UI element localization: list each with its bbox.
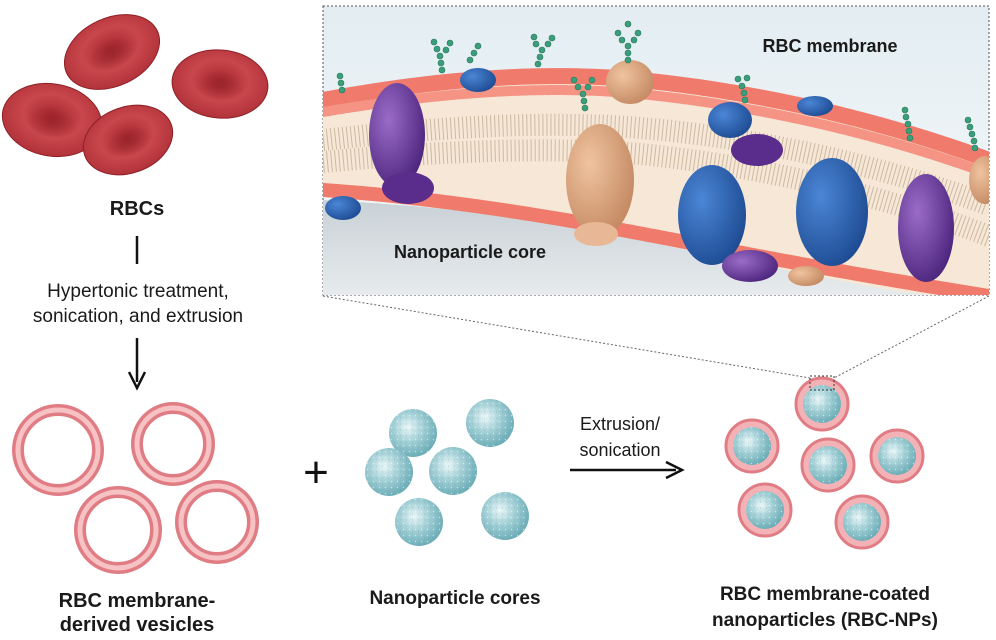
nanoparticle-core	[389, 409, 437, 457]
rbcs-label: RBCs	[109, 198, 165, 220]
protein-purple	[722, 250, 778, 282]
protein-blue	[325, 196, 361, 220]
vesicle	[12, 404, 104, 496]
protein-purple	[898, 174, 954, 282]
protein-blue	[678, 165, 746, 265]
protein-tan	[574, 222, 618, 246]
rbc-cell	[171, 49, 269, 119]
vesicles-label-line1: RBC membrane-	[58, 590, 216, 612]
vesicle	[74, 486, 162, 574]
rbc-np-group	[724, 376, 925, 550]
inset-core-label: Nanoparticle core	[393, 242, 547, 262]
process-label-line1: Extrusion/	[579, 414, 661, 434]
nanoparticle-core	[365, 448, 413, 496]
plus-sign: +	[303, 448, 329, 497]
rbc-cell	[1, 82, 103, 158]
core-group	[365, 399, 529, 546]
inset-membrane-label: RBC membrane	[762, 36, 898, 56]
protein-tan	[969, 156, 989, 204]
protein-blue	[797, 96, 833, 116]
protein-blue	[708, 102, 752, 138]
nanoparticle-core	[481, 492, 529, 540]
process-label-line2: sonication	[579, 440, 661, 460]
nanoparticle-core	[466, 399, 514, 447]
cores-label: Nanoparticle cores	[369, 588, 541, 609]
inset-core-fill	[323, 200, 945, 295]
treatment-label-line2: sonication, and extrusion	[32, 306, 244, 327]
protein-blue	[796, 158, 868, 266]
rbc-np	[794, 376, 850, 432]
rbc-np	[737, 482, 793, 538]
product-label-line1: RBC membrane-coated	[719, 584, 931, 605]
protein-tan	[788, 266, 824, 286]
zoom-line-right	[833, 295, 990, 379]
zoom-box	[809, 375, 835, 391]
product-label-line2: nanoparticles (RBC-NPs)	[712, 610, 938, 631]
rbc-cell	[63, 14, 161, 90]
treatment-label-line1: Hypertonic treatment,	[47, 281, 229, 302]
protein-tan	[566, 124, 634, 236]
rbc-group	[1, 14, 269, 176]
vesicles-label-line2: derived vesicles	[59, 614, 215, 636]
flow-arrow-head	[127, 371, 147, 391]
protein-purple	[369, 83, 425, 187]
rbc-np	[724, 418, 780, 474]
protein-purple	[731, 134, 783, 166]
rbc-np	[869, 428, 925, 484]
vesicle-group	[12, 402, 259, 574]
nanoparticle-core	[395, 498, 443, 546]
glycan-chains	[336, 20, 979, 152]
vesicle	[131, 402, 215, 486]
rbc-np	[834, 494, 890, 550]
vesicle	[175, 480, 259, 564]
rbc-cell	[82, 104, 174, 176]
membrane-inset	[322, 5, 990, 296]
rbc-np	[800, 437, 856, 493]
protein-blue	[460, 68, 496, 92]
protein-purple	[382, 172, 434, 204]
protein-tan	[606, 60, 654, 104]
zoom-line-left	[322, 295, 811, 379]
nanoparticle-core	[429, 447, 477, 495]
process-arrow-head	[665, 460, 685, 480]
